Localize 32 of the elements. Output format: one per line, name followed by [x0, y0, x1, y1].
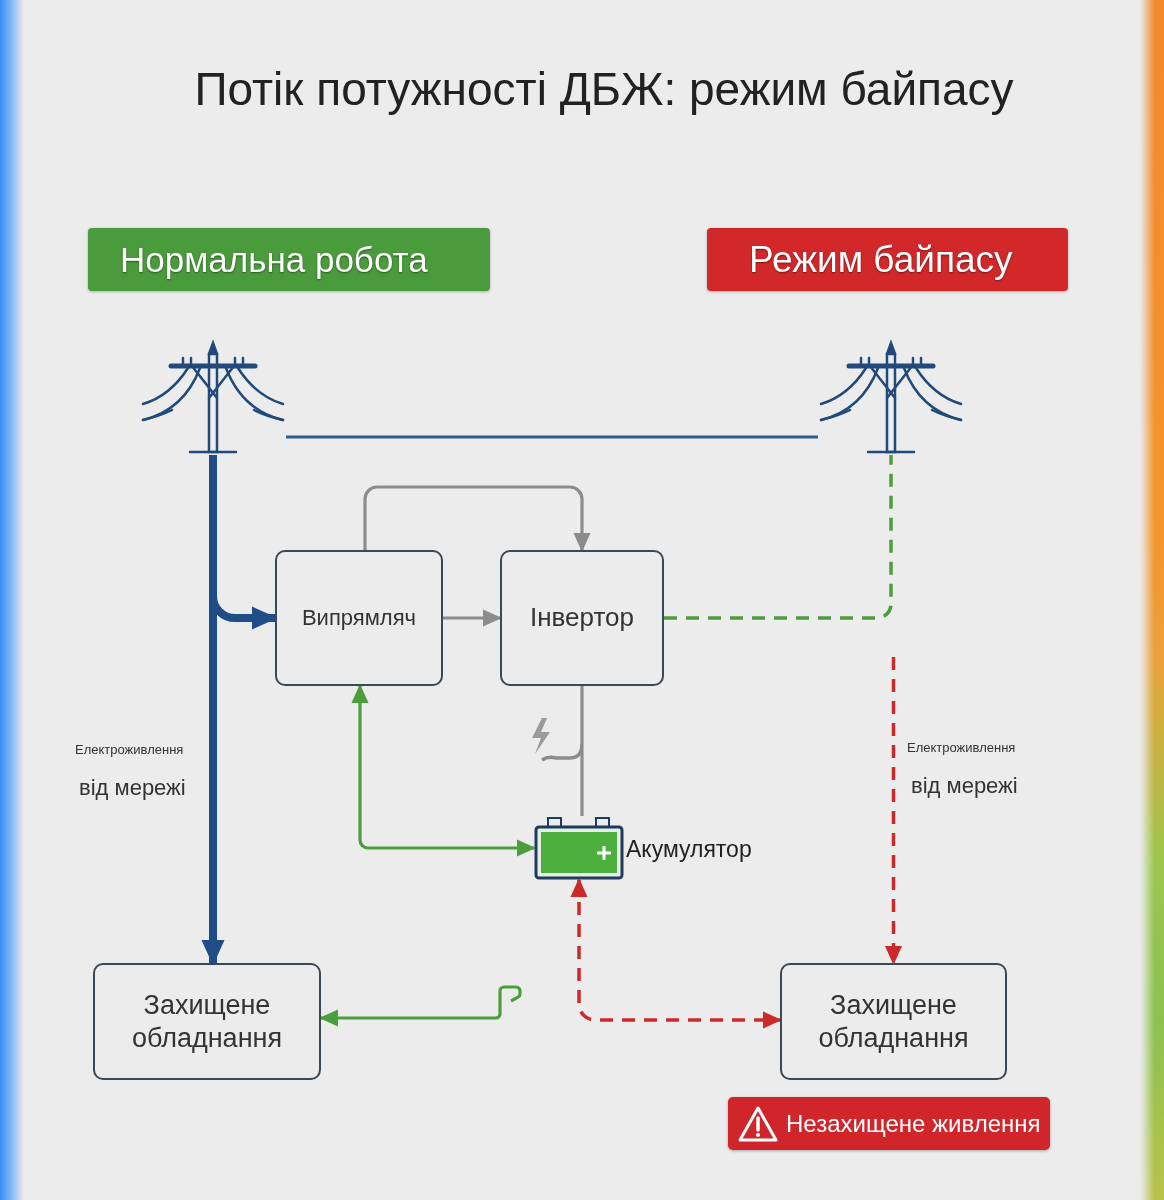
mode-title: Режим байпасу [749, 238, 1013, 281]
arrow [570, 878, 782, 1029]
arrow [443, 609, 502, 627]
box-label: Захищене обладнання [817, 989, 970, 1054]
warning-text: Незахищене живлення [786, 1109, 1041, 1138]
warning-banner [728, 1097, 1050, 1150]
box-label: Захищене обладнання [130, 989, 284, 1054]
process-box [275, 550, 443, 686]
arrow [363, 485, 591, 552]
diagram-title: Потік потужності ДБЖ: режим байпасу [194, 62, 1014, 116]
connector-line [286, 435, 818, 439]
component-label: Акумулятор [626, 836, 752, 863]
annotation-text: Електроживлення [907, 740, 1016, 755]
mode-banner [707, 228, 1068, 291]
process-box [500, 550, 664, 686]
annotation-text: від мережі [79, 775, 186, 801]
connector-line [664, 455, 893, 620]
box-label: Інвертор [530, 602, 634, 634]
power-pylon-icon [140, 340, 286, 455]
power-pylon-icon [818, 340, 964, 455]
annotation-text: від мережі [911, 773, 1018, 799]
arrow [319, 985, 522, 1027]
battery-icon [534, 816, 624, 880]
arrow [884, 657, 903, 965]
process-box [780, 963, 1007, 1080]
mode-banner [88, 228, 490, 291]
process-box [93, 963, 321, 1080]
mode-title: Нормальна робота [120, 239, 428, 280]
annotation-text: Електроживлення [75, 742, 184, 757]
arrow [351, 684, 536, 857]
box-label: Випрямляч [301, 604, 417, 632]
connector-line [580, 686, 584, 816]
